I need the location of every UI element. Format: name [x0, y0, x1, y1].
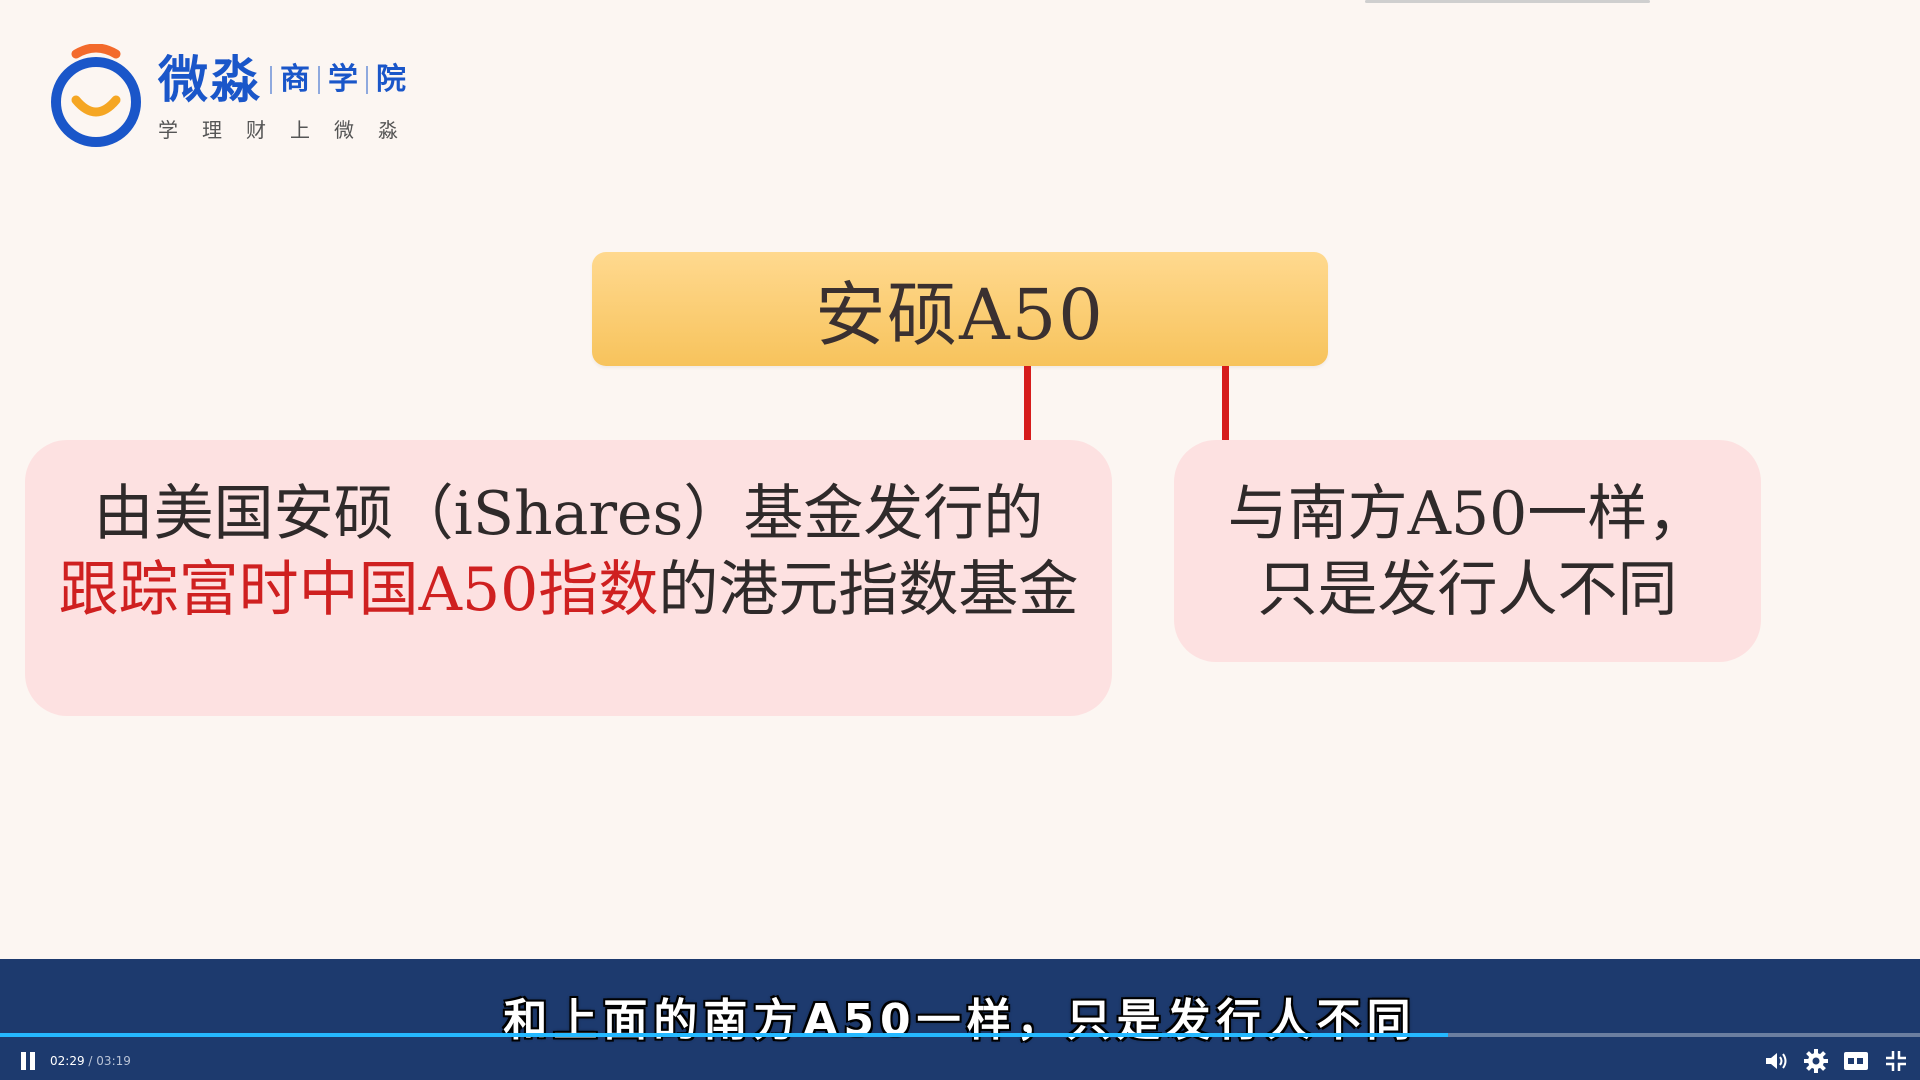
diagram-title: 安硕A50	[815, 273, 1105, 356]
logo-separator	[270, 66, 272, 94]
logo-sub-2: 学	[328, 62, 358, 97]
gear-icon	[1804, 1049, 1828, 1073]
logo-mark-icon	[48, 43, 144, 148]
connector-left	[1024, 366, 1031, 440]
logo-separator	[366, 66, 368, 94]
right-card-line-1: 与南方A50一样，	[1227, 479, 1708, 549]
time-display: 02:29 / 03:19	[50, 1054, 131, 1068]
captions-button[interactable]	[1842, 1047, 1870, 1075]
brand-logo: 微淼 商 学 院 学理财上微淼	[48, 43, 422, 148]
time-separator: /	[88, 1054, 93, 1068]
right-card: 与南方A50一样， 只是发行人不同	[1174, 440, 1761, 662]
left-card-highlight: 跟踪富时中国A50指数	[58, 555, 659, 625]
right-card-line-2: 只是发行人不同	[1257, 555, 1678, 625]
left-card-line-1: 由美国安硕（iShares）基金发行的	[93, 479, 1044, 549]
left-card-line-2-rest: 的港元指数基金	[658, 555, 1079, 625]
volume-icon	[1766, 1053, 1787, 1069]
connector-right	[1222, 366, 1229, 440]
current-time: 02:29	[50, 1054, 85, 1068]
progress-fill	[0, 1033, 1448, 1037]
subtitle-bar	[0, 959, 1920, 1080]
pause-button[interactable]	[18, 1050, 38, 1072]
video-subtitle: 和上面的南方A50一样，只是发行人不同	[503, 995, 1417, 1046]
captions-icon	[1844, 1052, 1868, 1070]
left-card-line-2: 跟踪富时中国A50指数的港元指数基金	[25, 552, 1112, 628]
logo-sub-1: 商	[280, 62, 310, 97]
volume-button[interactable]	[1762, 1047, 1790, 1075]
logo-separator	[318, 66, 320, 94]
settings-button[interactable]	[1802, 1047, 1830, 1075]
logo-name: 微淼	[158, 51, 262, 109]
logo-sub-3: 院	[376, 62, 406, 97]
exit-fullscreen-button[interactable]	[1882, 1047, 1910, 1075]
logo-slogan: 学理财上微淼	[158, 118, 422, 142]
top-edge-strip	[1365, 0, 1650, 3]
total-time: 03:19	[96, 1054, 131, 1068]
exit-fullscreen-icon	[1886, 1051, 1906, 1071]
diagram-title-box: 安硕A50	[592, 252, 1328, 366]
pause-icon	[21, 1052, 26, 1070]
pause-icon	[30, 1052, 35, 1070]
progress-bar[interactable]	[0, 1033, 1920, 1037]
player-controls: 02:29 / 03:19	[0, 1033, 1920, 1080]
left-card: 由美国安硕（iShares）基金发行的 跟踪富时中国A50指数的港元指数基金	[25, 440, 1112, 716]
